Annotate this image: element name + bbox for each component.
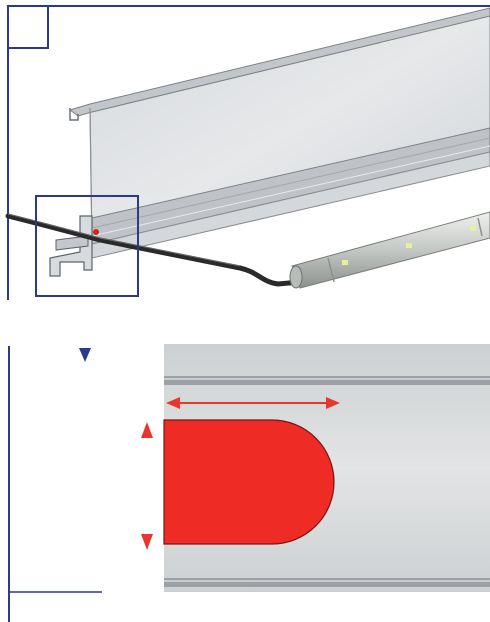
detail-callout-box: [35, 195, 139, 297]
led-chip: [342, 260, 348, 265]
led-chip: [406, 243, 412, 248]
channel-rail-top: [164, 376, 490, 385]
double-headed-arrow-icon: [166, 397, 340, 409]
led-tube: [289, 211, 490, 289]
profile-end-cap: [49, 215, 99, 277]
triangle-down-icon: [79, 348, 91, 362]
channel-rail-bottom-shine: [164, 580, 490, 582]
channel-detail: [8, 344, 490, 622]
channel-rail-top-shine: [164, 378, 490, 380]
corner-marker-box: [7, 5, 49, 49]
led-chip: [470, 226, 476, 231]
profile-top-hook: [69, 108, 79, 121]
profile-illustration: [5, 5, 490, 300]
channel-rail-bottom: [164, 578, 490, 587]
power-cable-highlight: [7, 213, 241, 267]
profile-rail-line-2: [91, 145, 490, 237]
red-insert-shape: [163, 419, 335, 545]
triangle-down-icon: [141, 534, 153, 550]
triangle-up-icon: [141, 422, 153, 438]
profile-rail-line-1: [91, 137, 490, 229]
